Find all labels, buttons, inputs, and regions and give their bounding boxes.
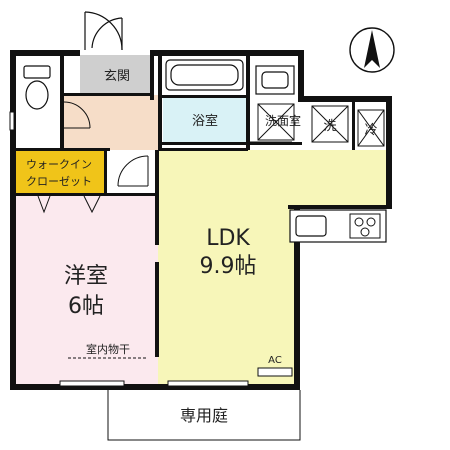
label-garden: 専用庭 xyxy=(180,406,228,425)
north-arrow-icon xyxy=(349,27,395,73)
ac-unit xyxy=(257,367,293,377)
walk-in-closet-floor xyxy=(14,150,106,195)
label-western-room: 洋室 xyxy=(64,264,108,289)
closet-doors xyxy=(37,195,101,214)
fridge-space xyxy=(357,109,385,147)
western-room-floor xyxy=(14,195,158,385)
windows xyxy=(9,111,249,387)
private-garden xyxy=(107,390,301,441)
western-room-door xyxy=(117,155,149,187)
label-drying-rail: 室内物干 xyxy=(86,342,130,356)
ldk-floor xyxy=(158,150,388,385)
bathtub-icon xyxy=(165,59,244,91)
label-ac: AC xyxy=(268,355,282,366)
label-ldk: LDK xyxy=(206,226,250,251)
entrance-floor xyxy=(80,55,154,95)
bath-floor xyxy=(163,98,246,142)
label-bath: 浴室 xyxy=(192,113,218,129)
entrance-door xyxy=(84,11,123,51)
label-washer: 洗 xyxy=(323,119,336,134)
label-closet-1: ウォークイン xyxy=(26,158,92,171)
toilet-door xyxy=(63,101,91,129)
label-closet-2: クローゼット xyxy=(26,175,92,188)
washer-space xyxy=(257,103,349,143)
label-entrance: 玄関 xyxy=(104,69,130,84)
wash-basin-icon xyxy=(255,65,295,95)
hallway-floor xyxy=(64,95,158,150)
label-western-size: 6帖 xyxy=(68,294,104,319)
label-ldk-size: 9.9帖 xyxy=(200,254,257,279)
label-fridge: 冷 xyxy=(364,123,377,138)
toilet-icon xyxy=(23,65,51,110)
label-washroom: 洗面室 xyxy=(265,113,301,128)
stove-icon xyxy=(349,213,381,239)
walls xyxy=(10,50,392,390)
